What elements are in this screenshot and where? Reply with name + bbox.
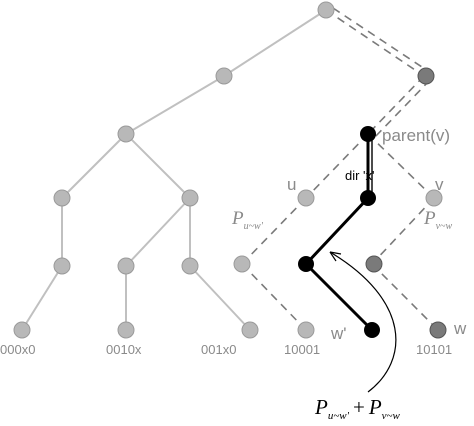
leaf-node [117, 321, 135, 339]
dir-label: dir 'x' [345, 168, 375, 183]
highlighted-path [304, 134, 374, 332]
leaf-node [241, 321, 259, 339]
path-u-label: Pu~w' [231, 208, 264, 232]
light-nodes [13, 1, 443, 339]
node-u [297, 189, 315, 207]
node-w [429, 321, 447, 339]
tree-node [117, 125, 135, 143]
v-label: v [435, 175, 444, 194]
tree-node [298, 256, 314, 272]
dark-nodes [298, 126, 380, 338]
path-v-label: Pv~w [423, 208, 452, 232]
tree-node [215, 67, 233, 85]
u-label: u [287, 175, 296, 194]
left-subtree-edges [21, 9, 327, 331]
parent-v-label: parent(v) [382, 126, 450, 145]
node-v [425, 189, 443, 207]
tree-node [53, 257, 71, 275]
node-w-prime [364, 322, 380, 338]
dashed-edges [241, 7, 439, 331]
tree-node [117, 257, 135, 275]
leaf-node [297, 321, 315, 339]
tree-node [53, 189, 71, 207]
tree-node [233, 255, 251, 273]
leaf-label: 000x0 [0, 342, 35, 357]
arrow-head-icon [329, 251, 342, 262]
path-sum-formula: Pu~w'+Pv~w [314, 395, 400, 422]
leaf-label: 001x0 [201, 342, 236, 357]
annotation-curve [329, 251, 397, 393]
root-node [317, 1, 335, 19]
tree-node [181, 257, 199, 275]
leaf-label: 10001 [284, 342, 320, 357]
tree-node [365, 255, 383, 273]
leaf-node [13, 321, 31, 339]
tree-node [181, 189, 199, 207]
tree-node [360, 190, 376, 206]
tree-node [417, 67, 435, 85]
leaf-label: 0010x [106, 342, 142, 357]
mid-nodes [365, 67, 447, 339]
node-parent-v [360, 126, 376, 142]
w-label: w [453, 319, 467, 338]
leaf-label: 10101 [416, 342, 452, 357]
w-prime-label: w' [330, 324, 347, 343]
